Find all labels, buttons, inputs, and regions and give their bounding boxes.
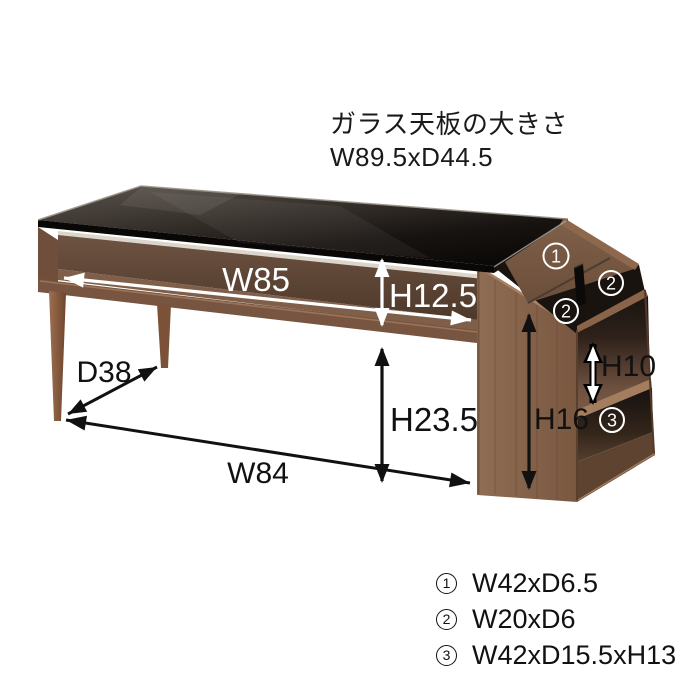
glass-corner-sheen xyxy=(120,187,240,215)
shelf-height-label: H12.5 xyxy=(389,277,477,314)
shelf-width-label: W85 xyxy=(222,261,290,298)
w85-arrow xyxy=(63,272,472,326)
shelf-front-board xyxy=(38,279,494,345)
rack-shelf-edge xyxy=(577,379,652,419)
rack-right-face xyxy=(576,289,655,502)
rack-back-inner-face xyxy=(505,221,634,303)
h10-arrow xyxy=(583,342,603,405)
leg-depth-label: D38 xyxy=(76,356,131,389)
glass-right-edge-highlight xyxy=(493,220,567,268)
rack-back-rim xyxy=(560,218,639,270)
legend-size-2: W20xD6 xyxy=(472,603,576,634)
h16-arrow xyxy=(521,313,537,490)
pedestal-front-face xyxy=(476,264,578,502)
rack-slot3-opening xyxy=(577,388,653,462)
d38-arrow xyxy=(67,365,158,416)
glass-top-size-value: W89.5xD44.5 xyxy=(330,142,494,172)
front-left-leg xyxy=(49,291,66,421)
glass-top-size-note: ガラス天板の大きさ W89.5xD44.5 xyxy=(330,108,568,174)
marker-slot3: 3 xyxy=(599,407,625,433)
front-board-top-edge xyxy=(39,280,495,335)
legend-circled-number-2: 2 xyxy=(436,608,457,630)
legend-circled-number-1: 1 xyxy=(436,572,457,594)
shelf-back-wall xyxy=(58,235,494,322)
svg-text:2: 2 xyxy=(561,302,571,322)
svg-text:2: 2 xyxy=(606,274,616,294)
wood-grain xyxy=(494,280,558,500)
base-width-label: W84 xyxy=(227,457,289,490)
legend-item-3: 3 W42xD15.5xH13 xyxy=(436,637,676,673)
marker-slot2-right: 2 xyxy=(598,270,624,296)
h12-5-arrow xyxy=(374,258,390,327)
under-clearance-label: H23.5 xyxy=(390,401,478,438)
legend-circled-number-3: 3 xyxy=(436,644,457,666)
legend-item-1: 1 W42xD6.5 xyxy=(436,565,676,601)
side-height-label: H16 xyxy=(534,403,589,436)
marker-slot2-left: 2 xyxy=(553,298,579,324)
rack-base-face xyxy=(577,432,655,502)
legend-item-2: 2 W20xD6 xyxy=(436,601,676,637)
h23-5-arrow xyxy=(374,347,390,483)
slot-divider-edge xyxy=(527,257,611,304)
svg-text:3: 3 xyxy=(607,411,617,431)
glass-front-edge xyxy=(38,220,494,273)
svg-text:1: 1 xyxy=(551,247,561,267)
rack-top-opening xyxy=(493,218,645,334)
slot-size-legend: 1 W42xD6.5 2 W20xD6 3 W42xD15.5xH13 xyxy=(436,565,676,673)
glass-sheen xyxy=(150,192,430,258)
w84-arrow xyxy=(65,415,471,488)
slot-mini-divider xyxy=(574,264,586,307)
rack-side-top-rim xyxy=(577,289,648,333)
legend-size-3: W42xD15.5xH13 xyxy=(472,639,677,670)
left-end-panel xyxy=(38,227,58,291)
legend-size-1: W42xD6.5 xyxy=(472,567,599,598)
glass-top-size-caption: ガラス天板の大きさ xyxy=(330,109,568,139)
back-left-leg xyxy=(157,304,171,368)
rack-opening-height-label: H10 xyxy=(601,350,656,383)
marker-slot1: 1 xyxy=(542,242,570,270)
